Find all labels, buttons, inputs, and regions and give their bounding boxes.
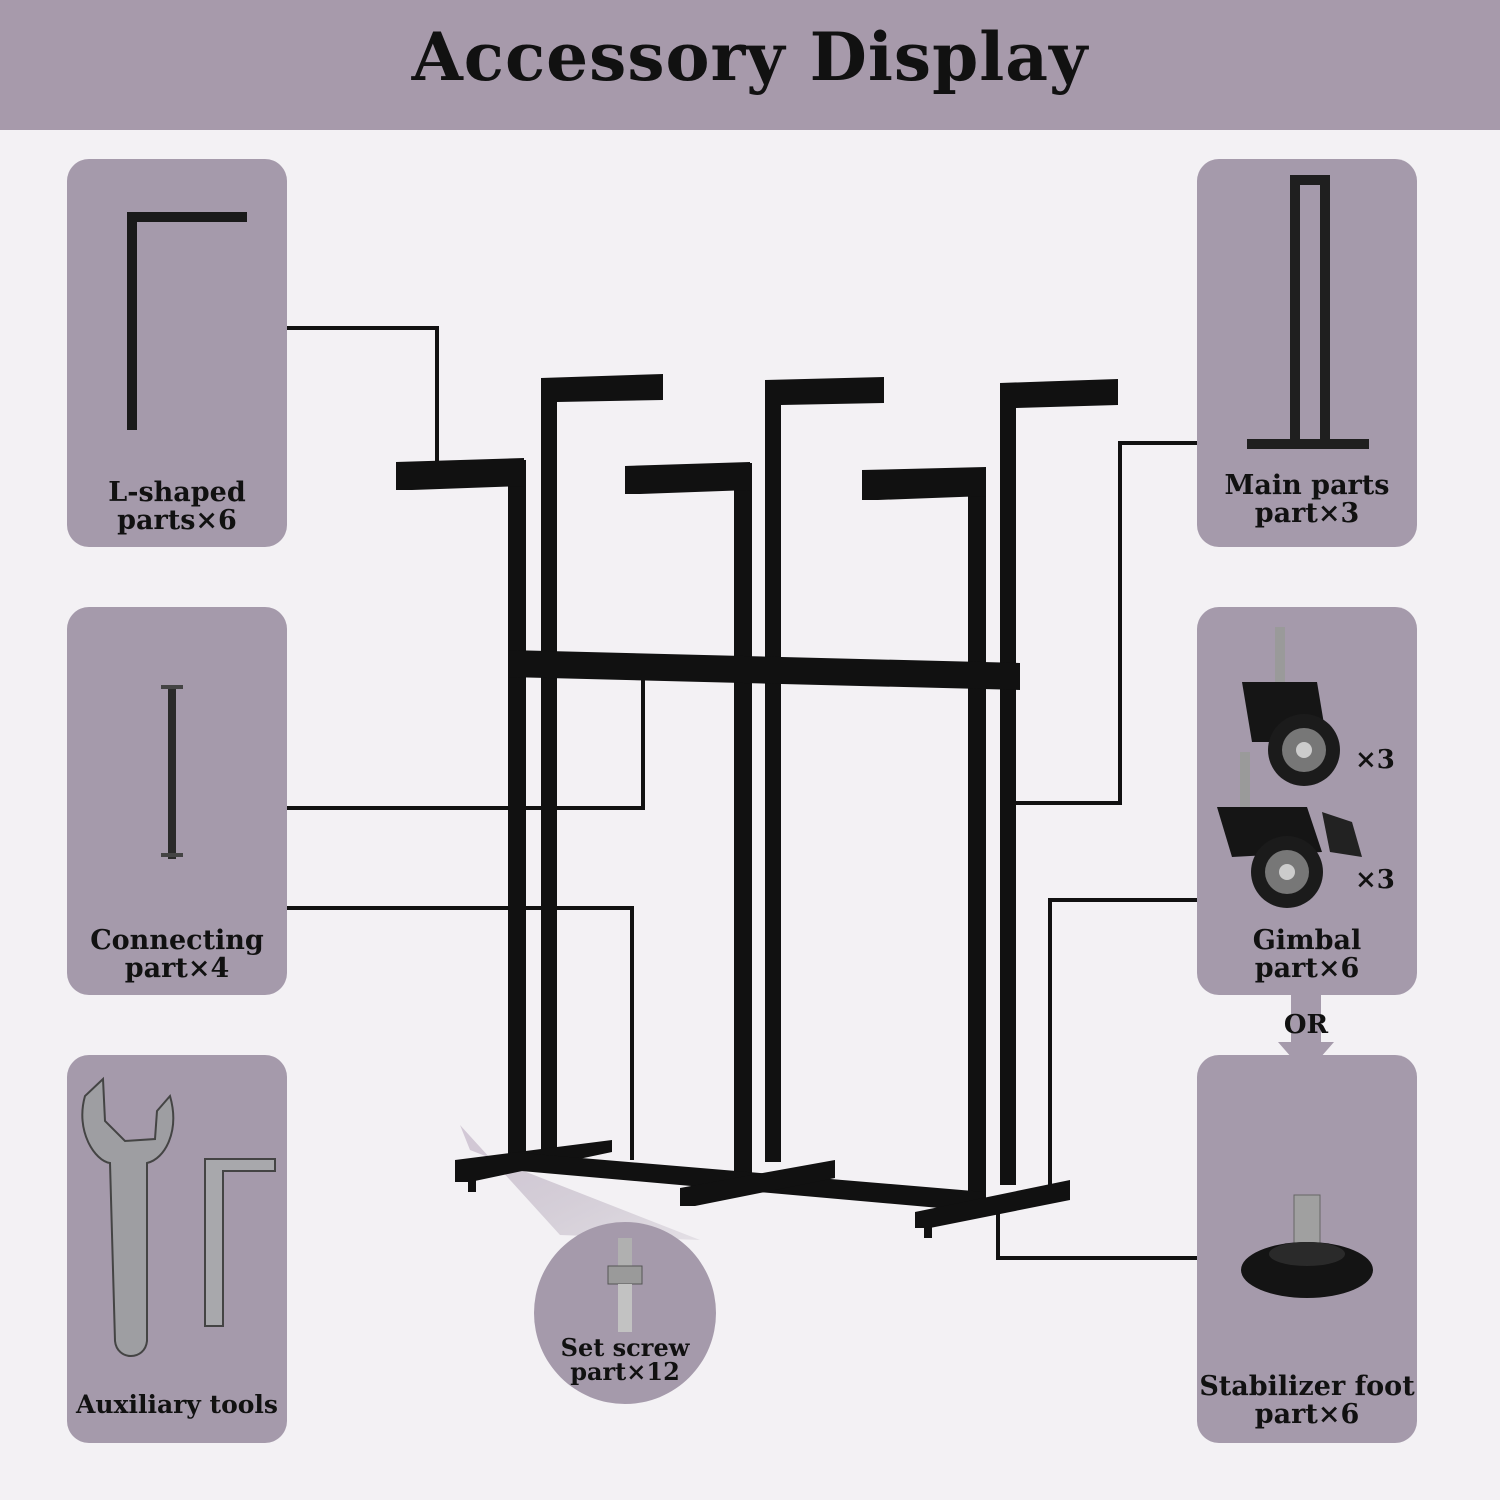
label-line: Auxiliary tools [75, 1390, 279, 1419]
label-quantity: part×4 [124, 953, 230, 984]
bolt-icon [607, 1238, 643, 1332]
or-label: OR [1283, 1010, 1329, 1040]
label-line: Main parts [1224, 470, 1390, 501]
connecting-rod-icon [161, 685, 183, 859]
leveling-foot-icon [1241, 1194, 1373, 1298]
card-auxiliary-tools: Auxiliary tools [67, 1055, 287, 1443]
gimbal-quantity-a: ×3 [1355, 745, 1395, 775]
card-label: Stabilizer foot part×6 [1197, 1373, 1417, 1429]
label-quantity: part×6 [1254, 1399, 1360, 1430]
label-quantity: part×6 [1254, 953, 1360, 984]
label-line: Gimbal [1252, 925, 1362, 956]
card-label: Main parts part×3 [1197, 472, 1417, 528]
label-quantity: parts×6 [117, 505, 237, 536]
label-quantity: part×12 [570, 1357, 680, 1386]
label-line: Stabilizer foot [1199, 1371, 1415, 1402]
label-quantity: part×3 [1254, 498, 1360, 529]
card-main-parts: Main parts part×3 [1197, 159, 1417, 547]
label-line: Connecting [90, 925, 264, 956]
l-shaped-bar-icon [127, 212, 247, 430]
card-connecting-part: Connecting part×4 [67, 607, 287, 995]
card-stabilizer-foot: Stabilizer foot part×6 [1197, 1055, 1417, 1443]
card-label: Gimbal part×6 [1197, 927, 1417, 983]
label-line: Set screw [560, 1333, 690, 1362]
card-label: Auxiliary tools [67, 1391, 287, 1419]
down-arrow-icon [1278, 984, 1334, 1074]
title-banner [0, 0, 1500, 130]
card-label: L-shaped parts×6 [67, 479, 287, 535]
label-line: L-shaped [108, 477, 246, 508]
card-gimbal-part: ×3 ×3 Gimbal part×6 [1197, 607, 1417, 995]
set-screw-label: Set screw part×12 [534, 1336, 716, 1384]
card-label: Connecting part×4 [67, 927, 287, 983]
wrench-and-hex-key-icon [81, 1076, 276, 1357]
gimbal-quantity-b: ×3 [1355, 865, 1395, 895]
card-l-shaped-parts: L-shaped parts×6 [67, 159, 287, 547]
main-frame-icon [1247, 175, 1369, 449]
page-title: Accessory Display [411, 18, 1089, 96]
caster-wheel-icon [1217, 627, 1362, 908]
